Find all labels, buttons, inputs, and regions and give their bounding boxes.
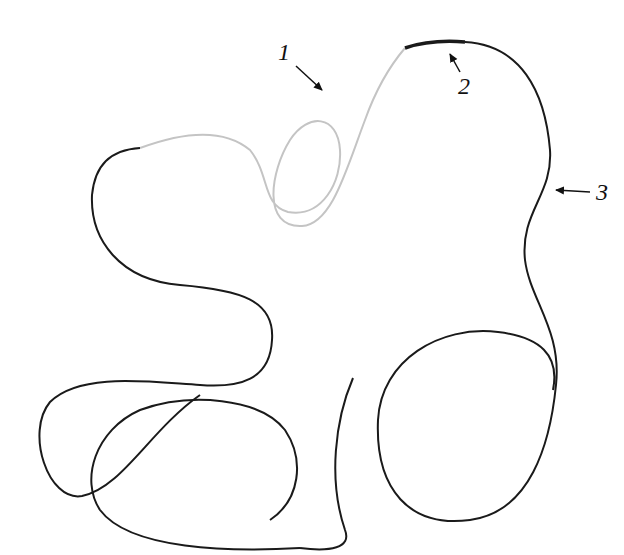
- dark-segment: [378, 42, 557, 521]
- dark-segment: [300, 378, 353, 549]
- dark-segment: [39, 148, 272, 496]
- leader-arrow: [296, 66, 322, 90]
- callout-number: 1: [278, 40, 290, 64]
- callout-number: 2: [458, 74, 470, 98]
- dark-segment: [91, 400, 300, 549]
- callout-number: 3: [596, 180, 608, 204]
- leader-arrow: [556, 190, 590, 192]
- leader-arrow: [450, 54, 460, 72]
- light-segment: [140, 48, 405, 226]
- thick-segment: [405, 41, 465, 48]
